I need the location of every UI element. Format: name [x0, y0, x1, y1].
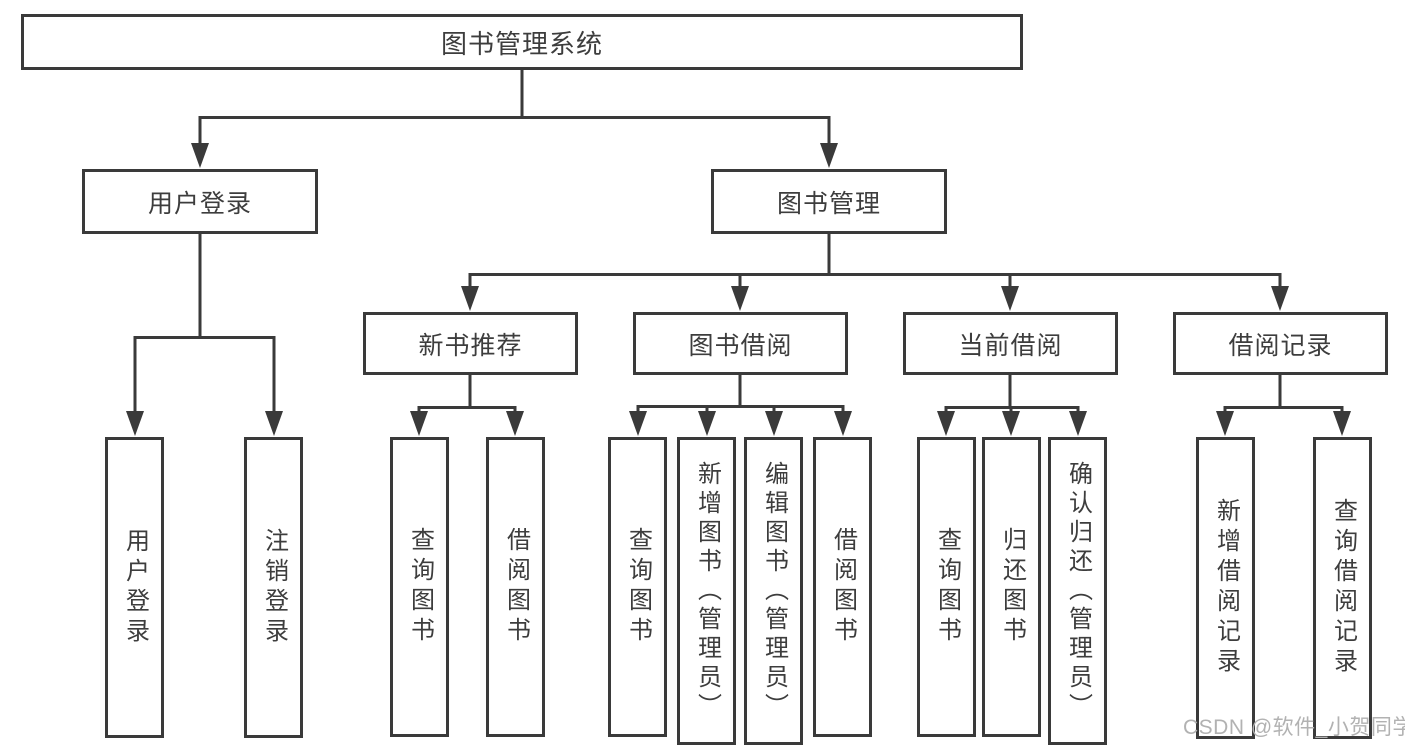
leaf-borrowing-edit-admin: 编辑图书（管理员） [744, 437, 803, 745]
leaf-user-login-login: 用户登录 [105, 437, 164, 738]
connector-current-borrowing [944, 374, 1080, 414]
leaf-borrowing-query: 查询图书 [608, 437, 667, 737]
node-new-books: 新书推荐 [363, 312, 578, 375]
node-root: 图书管理系统 [21, 14, 1023, 70]
leaf-borrowing-borrow: 借阅图书 [813, 437, 872, 737]
leaf-current-query: 查询图书 [917, 437, 976, 737]
leaf-records-query: 查询借阅记录 [1313, 437, 1372, 739]
connector-new-books [417, 374, 517, 414]
connector-root [198, 69, 831, 146]
node-current-borrowing: 当前借阅 [903, 312, 1118, 375]
arrowheads [126, 143, 1351, 436]
node-book-borrowing: 图书借阅 [633, 312, 848, 375]
connector-borrowing-records [1223, 374, 1344, 414]
leaf-current-confirm-return-admin: 确认归还（管理员） [1048, 437, 1107, 745]
connector-user-login [133, 233, 276, 413]
connector-book-borrowing [636, 374, 845, 414]
connector-book-management [468, 233, 1282, 288]
leaf-borrowing-add-admin: 新增图书（管理员） [677, 437, 736, 745]
leaf-new-books-borrow: 借阅图书 [486, 437, 545, 737]
node-book-management: 图书管理 [711, 169, 947, 234]
node-user-login: 用户登录 [82, 169, 318, 234]
node-borrowing-records: 借阅记录 [1173, 312, 1388, 375]
watermark: CSDN @软件_小贺同学 [1183, 716, 1405, 739]
leaf-current-return: 归还图书 [982, 437, 1041, 737]
leaf-new-books-query: 查询图书 [390, 437, 449, 737]
leaf-user-login-logout: 注销登录 [244, 437, 303, 738]
leaf-records-add: 新增借阅记录 [1196, 437, 1255, 739]
